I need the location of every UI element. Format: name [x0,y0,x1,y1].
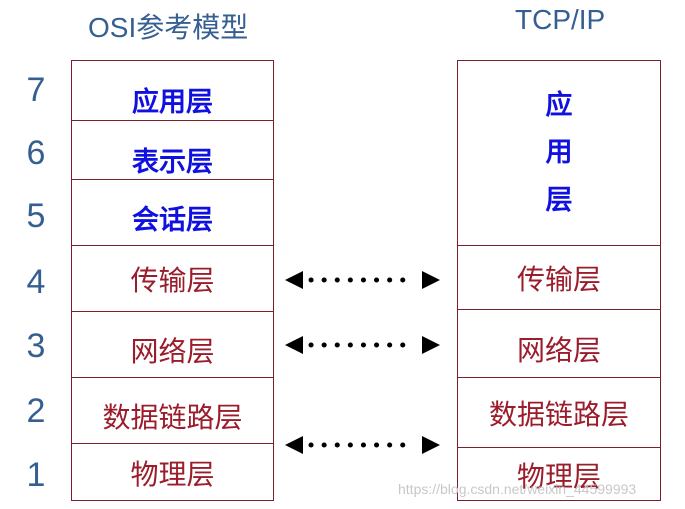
osi-layer-physical: 物理层 [72,443,273,501]
transport-mapping-arrow [285,271,440,289]
tcpip-layer-network: 网络层 [458,309,660,377]
osi-layer-session: 会话层 [72,179,273,245]
arrow-left-head [285,436,303,454]
layer-number-1: 1 [26,456,46,494]
arrow-left-head [285,271,303,289]
tcpip-layer-label-char: 应 [545,90,573,122]
osi-layer-label: 会话层 [132,205,213,236]
tcpip-layer-datalink: 数据链路层 [458,377,660,447]
osi-layer-presentation: 表示层 [72,120,273,179]
link-mapping-arrow [285,436,440,454]
arrow-right-head [422,336,440,354]
tcpip-layer-label: 物理层 [516,459,601,493]
layer-number-4: 4 [26,263,46,301]
layer-number-2: 2 [26,392,46,430]
osi-layer-transport: 传输层 [72,245,273,311]
osi-layer-label: 传输层 [130,263,215,297]
osi-layer-label: 应用层 [132,87,213,118]
tcpip-model-title: TCP/IP [515,4,606,35]
arrow-right-head [422,271,440,289]
osi-layer-label: 表示层 [132,146,213,178]
watermark: https://blog.csdn.net/weixin_44599993 [398,481,637,497]
tcpip-layer-label: 传输层 [516,262,601,296]
osi-layer-application: 应用层 [72,61,273,120]
network-mapping-arrow [285,336,440,354]
osi-stack: 应用层 表示层 会话层 传输层 网络层 数据链路层 物理层 [71,60,274,501]
tcpip-layer-label: 网络层 [516,333,601,367]
osi-model-title: OSI参考模型 [88,12,249,43]
layer-number-3: 3 [26,327,46,365]
osi-layer-label: 数据链路层 [102,400,243,434]
layer-number-6: 6 [26,134,46,172]
osi-layer-network: 网络层 [72,311,273,377]
tcpip-stack: 应 用 层 传输层 网络层 数据链路层 物理层 [457,60,661,501]
osi-layer-label: 网络层 [130,334,215,368]
tcpip-layer-label-char: 层 [545,184,573,216]
arrow-right-head [422,436,440,454]
tcpip-layer-application: 应 用 层 [458,61,660,245]
arrow-left-head [285,336,303,354]
layer-number-7: 7 [26,71,46,109]
osi-layer-datalink: 数据链路层 [72,377,273,443]
layer-number-5: 5 [26,197,46,235]
osi-layer-label: 物理层 [130,457,215,491]
tcpip-layer-label: 数据链路层 [488,397,629,431]
tcpip-layer-transport: 传输层 [458,245,660,309]
tcpip-layer-label-char: 用 [545,137,573,169]
tcpip-layer-physical: 物理层 [458,447,660,501]
